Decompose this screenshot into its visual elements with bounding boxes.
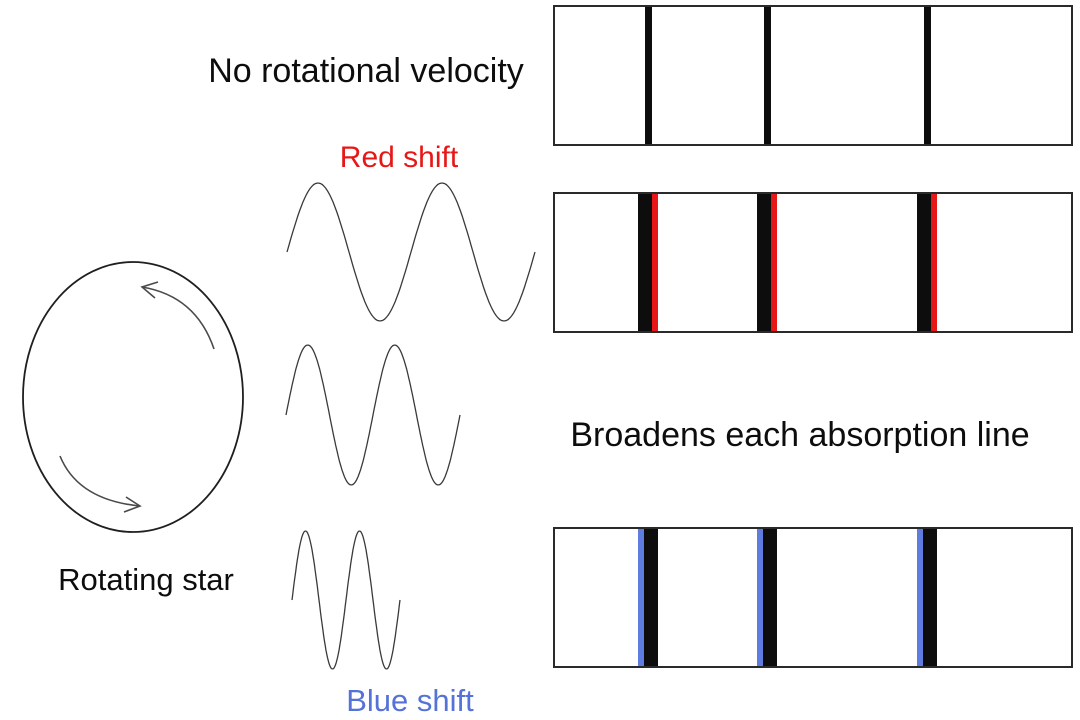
rotation-arrow-top	[141, 286, 215, 350]
absorption-line	[644, 7, 652, 144]
spectrum-red-shift	[553, 192, 1073, 333]
spectrum-blue-shift	[553, 527, 1073, 668]
absorption-line	[923, 7, 931, 144]
red-shift-wave	[286, 182, 536, 322]
no-shift-wave	[285, 344, 461, 486]
blue-shift-stripe	[638, 529, 644, 666]
red-shift-label: Red shift	[339, 141, 459, 174]
blue-shift-stripe	[757, 529, 763, 666]
blue-shift-stripe	[917, 529, 923, 666]
rotation-arrow-bottom	[123, 496, 142, 513]
blue-shift-wave	[291, 530, 401, 670]
absorption-line	[923, 529, 937, 666]
red-shift-stripe	[771, 194, 777, 331]
rotation-arrow-top	[140, 281, 159, 299]
red-shift-stripe	[931, 194, 937, 331]
blue-shift-label: Blue shift	[346, 683, 474, 718]
rotating-star-label: Rotating star	[58, 562, 234, 597]
rotation-arrow-bottom	[59, 455, 141, 507]
absorption-line	[763, 529, 777, 666]
red-shift-stripe	[652, 194, 658, 331]
absorption-line	[638, 194, 652, 331]
spectrum-no-rotation	[553, 5, 1073, 146]
absorption-line	[644, 529, 658, 666]
no-rotation-label: No rotational velocity	[208, 52, 524, 90]
absorption-line	[763, 7, 771, 144]
absorption-line	[757, 194, 771, 331]
star-ellipse	[22, 261, 244, 533]
broadens-label: Broadens each absorption line	[570, 416, 1030, 454]
absorption-line	[917, 194, 931, 331]
